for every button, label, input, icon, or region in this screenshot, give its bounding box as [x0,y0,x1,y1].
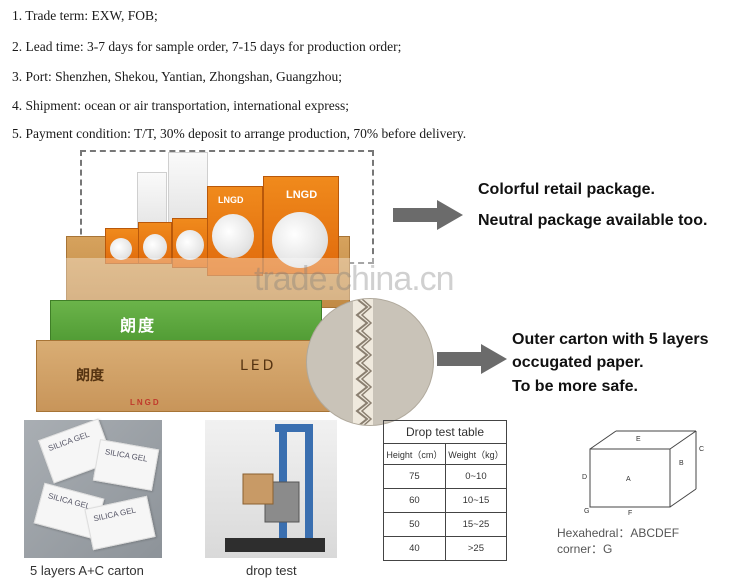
height-cell: 50 [383,512,446,537]
bulb-image [110,238,132,260]
cube-label-b: B [679,460,684,467]
carton-callout-line2: occugated paper. [512,354,644,371]
cube-label-d: D [582,474,587,481]
lead-time-line: 2. Lead time: 3-7 days for sample order,… [12,39,402,54]
carton-callout-line1: Outer carton with 5 layers [512,331,709,348]
weight-cell: 10~15 [444,488,508,513]
corner-text: corner：G [557,542,613,556]
hexahedral-text: Hexahedral：ABCDEF [557,526,680,540]
cube-label-f: F [628,510,632,517]
drop-table-title: Drop test table [383,420,507,444]
cube-label-e: E [636,436,641,443]
cube-label-c: C [699,446,704,453]
bulb-image [212,214,254,258]
table-row: 60 10~15 [383,488,508,513]
shipment-line: 4. Shipment: ocean or air transportation… [12,98,350,113]
outer-carton-brand-en: LNGD [130,398,161,407]
height-cell: 75 [383,464,446,489]
carton-callout-line3: To be more safe. [512,378,638,395]
corrugated-cross-section-image [306,298,434,426]
retail-callout-line1: Colorful retail package. [478,181,655,198]
arrow-right-icon [437,344,507,374]
outer-carton-brand-cn: 朗度 [76,368,104,384]
table-row: 40 >25 [383,536,508,561]
retail-brand-en: LNGD [286,189,318,201]
retail-brand-en: LNGD [218,195,244,205]
cube-label-g: G [584,508,589,515]
corrugation-flute-lines [355,299,373,425]
arrow-right-icon [393,200,463,230]
bulb-image [143,234,167,260]
drop-table-header-height: Height（cm） [383,443,446,465]
weight-cell: 0~10 [444,464,508,489]
retail-callout-line2: Neutral package available too. [478,212,708,229]
carton-caption: 5 layers A+C carton [30,563,144,578]
weight-cell: >25 [444,536,508,561]
drop-table-header-weight: Weight（kg） [444,443,508,465]
bulb-image [272,212,328,268]
drop-test-machine-image [225,424,325,552]
cube-label-a: A [626,476,631,483]
outer-carton-led-label: LED [240,358,277,374]
outer-carton [36,340,338,412]
desiccant-pack: SILICA GEL [92,439,160,491]
watermark-text: trade.china.cn [254,260,455,298]
neutral-white-box [168,152,208,224]
drop-test-photo [205,420,337,558]
trade-term-line: 1. Trade term: EXW, FOB; [12,8,158,23]
table-row: 50 15~25 [383,512,508,537]
height-cell: 60 [383,488,446,513]
watermark-band [0,258,750,300]
height-cell: 40 [383,536,446,561]
port-line: 3. Port: Shenzhen, Shekou, Yantian, Zhon… [12,69,342,84]
table-row: 75 0~10 [383,464,508,489]
bulb-image [176,230,204,260]
weight-cell: 15~25 [444,512,508,537]
drop-test-table: Drop test table Height（cm） Weight（kg） 75… [383,420,508,561]
carton-brand-cn: 朗度 [120,316,157,335]
payment-line: 5. Payment condition: T/T, 30% deposit t… [12,126,467,141]
drop-test-caption: drop test [246,563,297,578]
hexahedral-cube-diagram: E C B A D G F [582,430,704,517]
desiccant-photo: SILICA GEL SILICA GEL SILICA GEL SILICA … [24,418,162,558]
